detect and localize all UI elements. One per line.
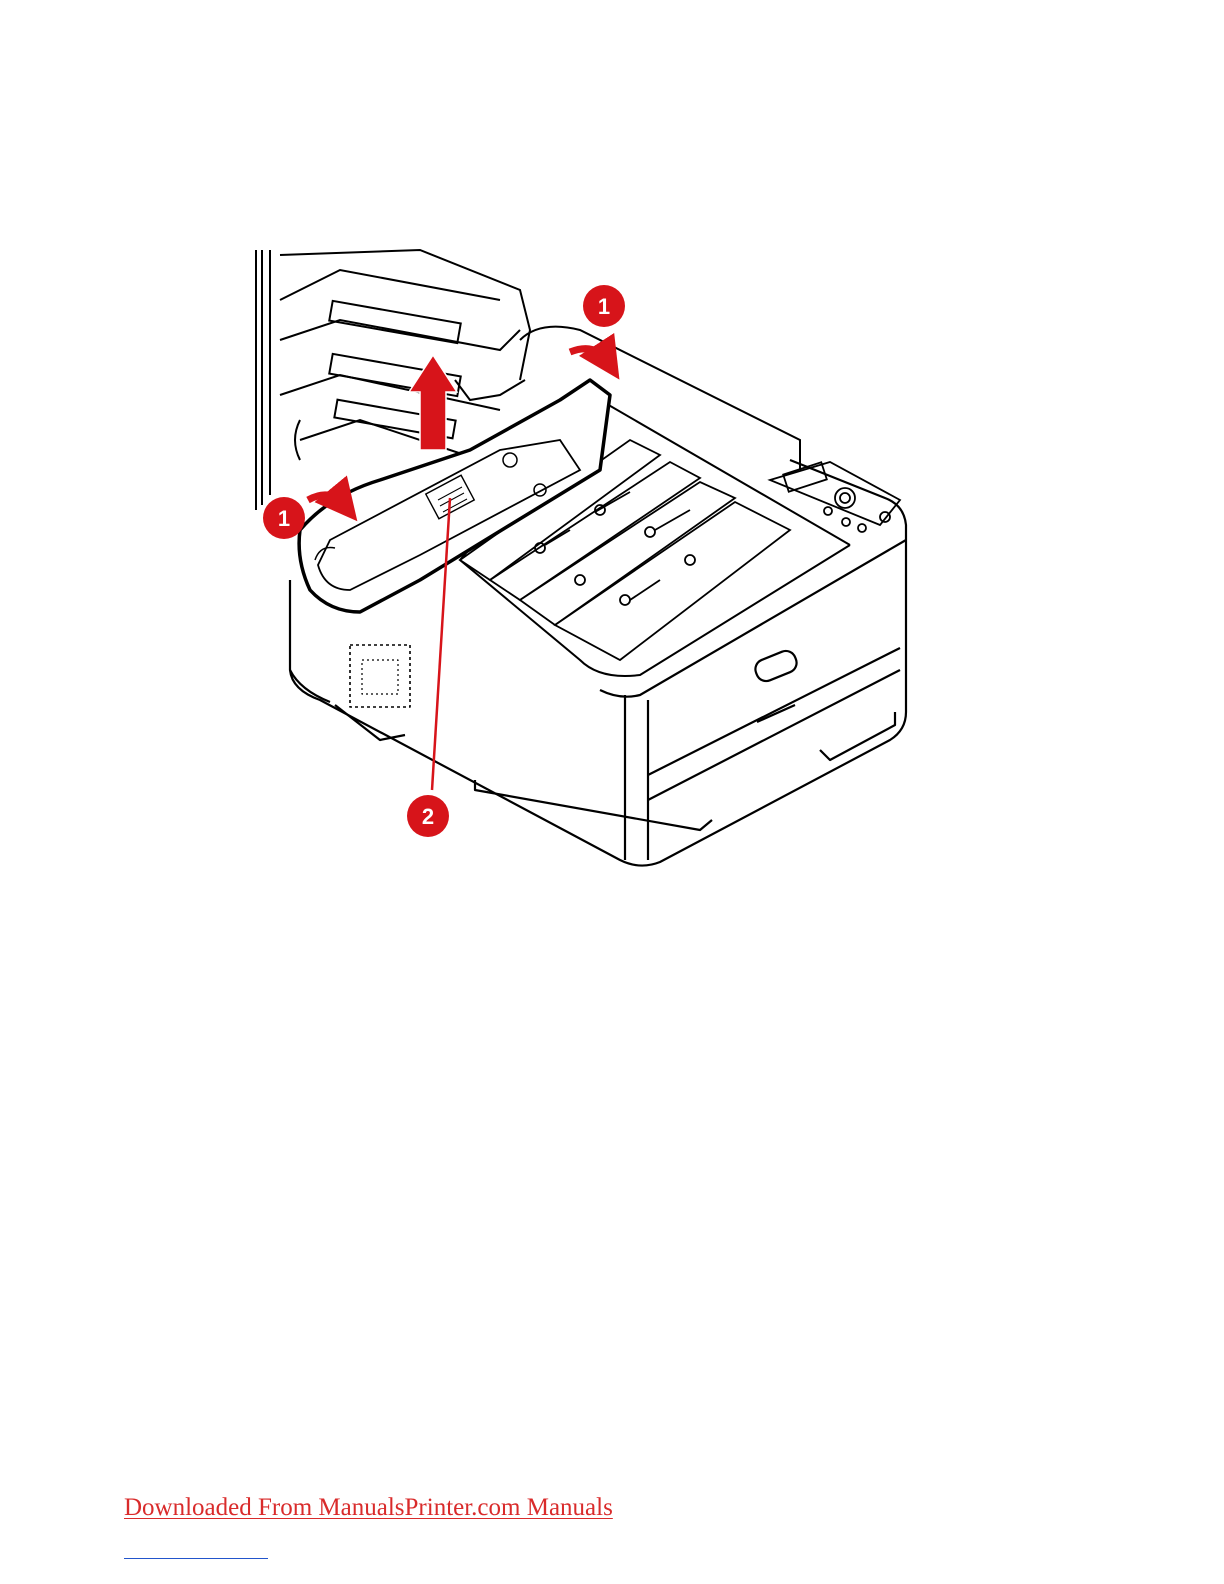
callout-label: 1 <box>278 506 290 531</box>
curved-arrow-right-icon <box>570 349 608 362</box>
footer-divider <box>124 1558 268 1559</box>
callout-badge-1-top: 1 <box>583 285 625 327</box>
printer-illustration: 1 1 2 <box>240 240 920 880</box>
curved-arrow-right-icon <box>308 495 344 505</box>
callout-label: 2 <box>422 804 434 829</box>
callout-label: 1 <box>598 294 610 319</box>
callout-badge-2: 2 <box>407 795 449 837</box>
download-source-link[interactable]: Downloaded From ManualsPrinter.com Manua… <box>124 1494 613 1522</box>
callout-badge-1-left: 1 <box>263 497 305 539</box>
